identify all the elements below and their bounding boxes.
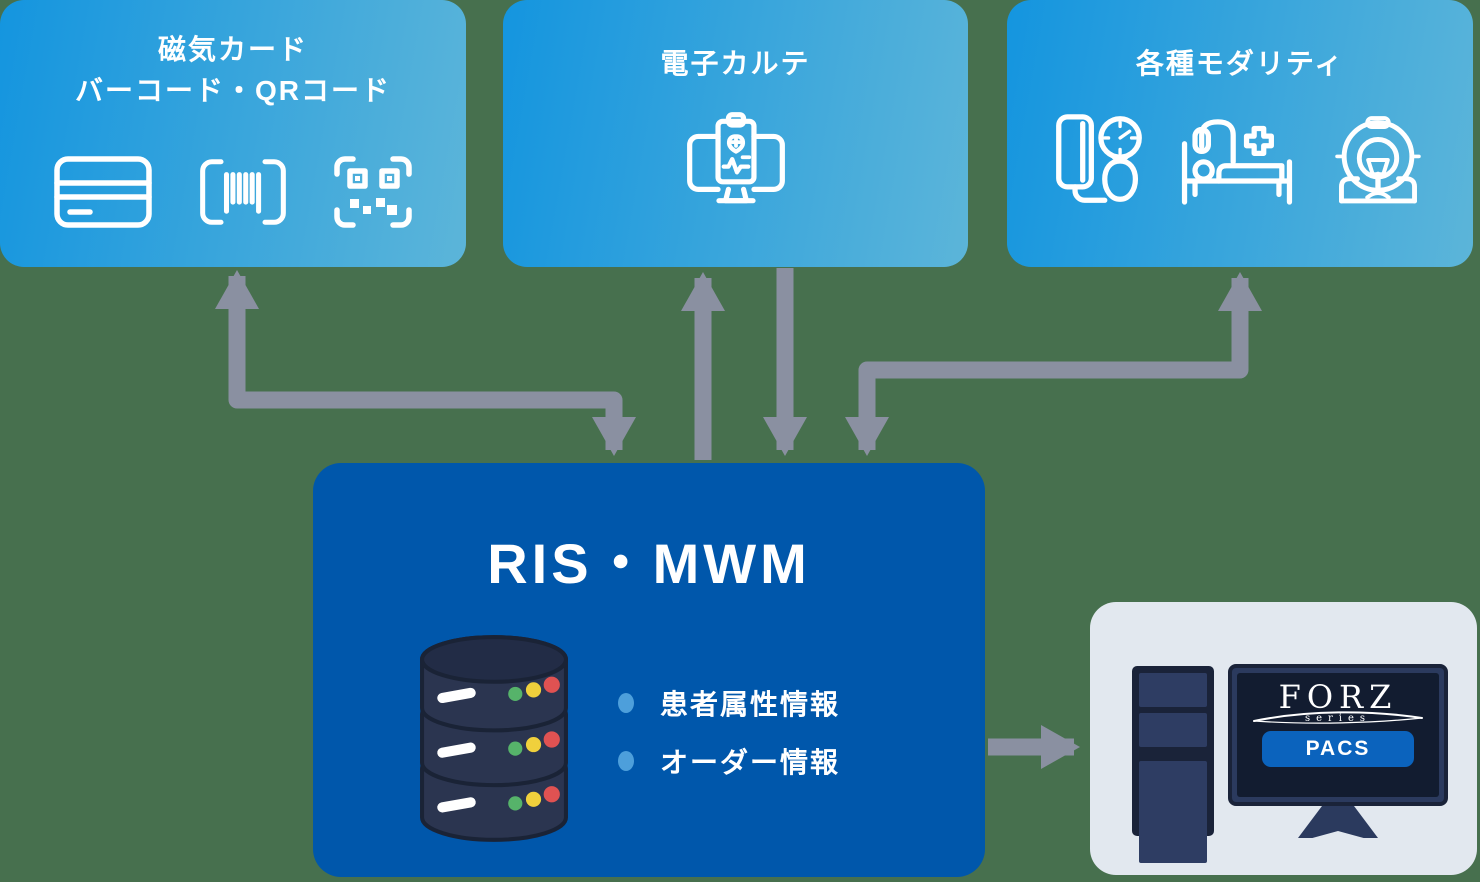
blood-pressure-icon (1056, 113, 1142, 203)
arrow-magnetic-ris (215, 270, 636, 456)
pacs-badge: PACS (1262, 731, 1414, 767)
card-modality: 各種モダリティ (1007, 0, 1473, 267)
card-emr-icons (684, 107, 788, 215)
monitor-icon: FORZ series PACS (1228, 664, 1448, 806)
list-item: 患者属性情報 (618, 681, 840, 725)
monitor-stand (1298, 806, 1378, 838)
qr-code-icon (334, 156, 412, 228)
magnetic-card-icon (54, 156, 152, 228)
card-modality-title: 各種モダリティ (1135, 48, 1345, 79)
tower-drive-bay (1139, 673, 1207, 707)
card-magnetic-title-line1: 磁気カード (157, 34, 308, 65)
ris-mwm-title: RIS・MWM (487, 532, 811, 595)
emr-monitor-icon (686, 111, 785, 203)
ris-bullet-list: 患者属性情報 オーダー情報 (618, 681, 840, 797)
card-magnetic-barcode-qr: 磁気カード バーコード・QRコード (0, 0, 466, 267)
forz-series-label: series (1304, 713, 1372, 724)
forz-swoosh-icon (1253, 711, 1423, 724)
tower-front-panel (1139, 761, 1207, 863)
arrow-modality-ris (845, 272, 1262, 456)
tower-drive-bay (1139, 713, 1207, 747)
pacs-screen: FORZ series PACS (1237, 673, 1439, 797)
database-icon (420, 635, 568, 842)
ct-scanner-icon (1335, 115, 1421, 204)
ris-mwm-box: RIS・MWM 患者属性情報 オーダー情報 (313, 463, 985, 877)
card-magnetic-title: 磁気カード バーコード・QRコード (75, 30, 391, 111)
list-item: オーダー情報 (618, 739, 840, 783)
barcode-icon (200, 159, 286, 225)
card-magnetic-title-line2: バーコード・QRコード (74, 74, 391, 106)
bullet-label: 患者属性情報 (660, 689, 841, 720)
card-emr: 電子カルテ (503, 0, 968, 267)
pacs-card: FORZ series PACS (1090, 602, 1477, 875)
hospital-bed-icon (1181, 118, 1293, 205)
card-emr-title: 電子カルテ (660, 48, 811, 79)
pc-tower-icon (1132, 666, 1214, 863)
card-magnetic-icons (53, 155, 413, 229)
card-modality-icons (1053, 111, 1427, 209)
bullet-label: オーダー情報 (660, 747, 841, 778)
bullet-dot-icon (618, 751, 634, 771)
forz-logo: FORZ (1278, 678, 1398, 716)
bullet-dot-icon (618, 693, 634, 713)
